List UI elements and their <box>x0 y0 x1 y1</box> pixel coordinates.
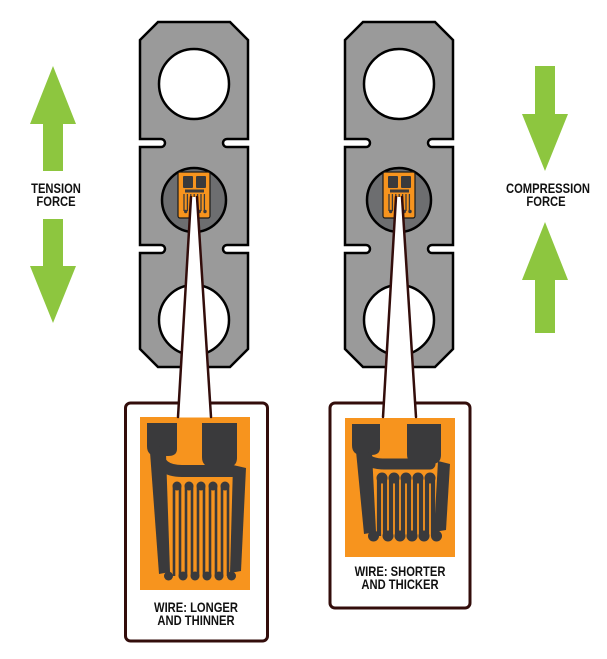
wire-shorter-label-line2: AND THICKER <box>361 576 439 592</box>
wire-grid <box>172 486 230 576</box>
tension-down-arrow-icon <box>30 219 76 323</box>
solder-tab-left <box>183 176 193 188</box>
solder-tab-right <box>196 176 206 188</box>
solder-tab-right <box>401 176 411 188</box>
wire-shorter-label-line1: WIRE: SHORTER <box>354 563 446 579</box>
strain-gauge-mini <box>382 171 416 219</box>
callout-edge-right <box>195 195 213 419</box>
compression-force-label: COMPRESSION FORCE <box>506 180 591 209</box>
compression-up-arrow-icon <box>522 222 568 333</box>
wire-turns-bottom <box>164 571 236 581</box>
inset-box-left <box>124 401 269 643</box>
wire-leg-right <box>230 465 246 573</box>
tension-force-label: TENSION FORCE <box>16 180 96 209</box>
inset-box-right <box>328 401 472 610</box>
solder-tab-right <box>202 423 237 467</box>
wire-leg-left <box>356 451 376 534</box>
wire-leg-right <box>434 461 450 532</box>
strain-gauge-mini <box>177 171 211 219</box>
callout-wedge-right <box>381 195 418 419</box>
callout-wedge-fill <box>178 197 211 418</box>
mounting-hole-top <box>157 47 231 121</box>
load-cell-bar-left <box>138 20 250 369</box>
compression-down-arrow-icon <box>522 66 568 171</box>
compression-force-label-line1: COMPRESSION <box>506 180 591 196</box>
tension-force-label-line2: FORCE <box>36 193 76 209</box>
wire-turns-top <box>376 472 436 484</box>
wire-longer-label-line1: WIRE: LONGER <box>154 599 238 615</box>
wire-turns-top <box>172 481 230 491</box>
solder-tab-left <box>388 176 398 188</box>
mounting-hole-top <box>362 47 436 121</box>
callout-edge-left <box>381 195 398 419</box>
callout-wedge-fill <box>383 197 416 418</box>
tension-force-label-line1: TENSION <box>31 180 81 196</box>
tension-up-arrow-icon <box>30 66 76 171</box>
wire-leg-left <box>150 452 170 574</box>
solder-tab-right <box>407 424 441 464</box>
wire-grid <box>376 478 436 536</box>
callout-edge-right <box>400 195 418 419</box>
compression-force-label-line2: FORCE <box>526 193 566 209</box>
callout-wedge-left <box>176 195 213 419</box>
load-cell-bar-right <box>343 20 455 369</box>
wire-turns-bottom <box>368 530 442 542</box>
wire-shorter-label: WIRE: SHORTER AND THICKER <box>352 563 448 592</box>
callout-edge-left <box>176 195 193 419</box>
wire-longer-label-line2: AND THINNER <box>157 612 235 628</box>
wire-longer-label: WIRE: LONGER AND THINNER <box>148 599 244 628</box>
